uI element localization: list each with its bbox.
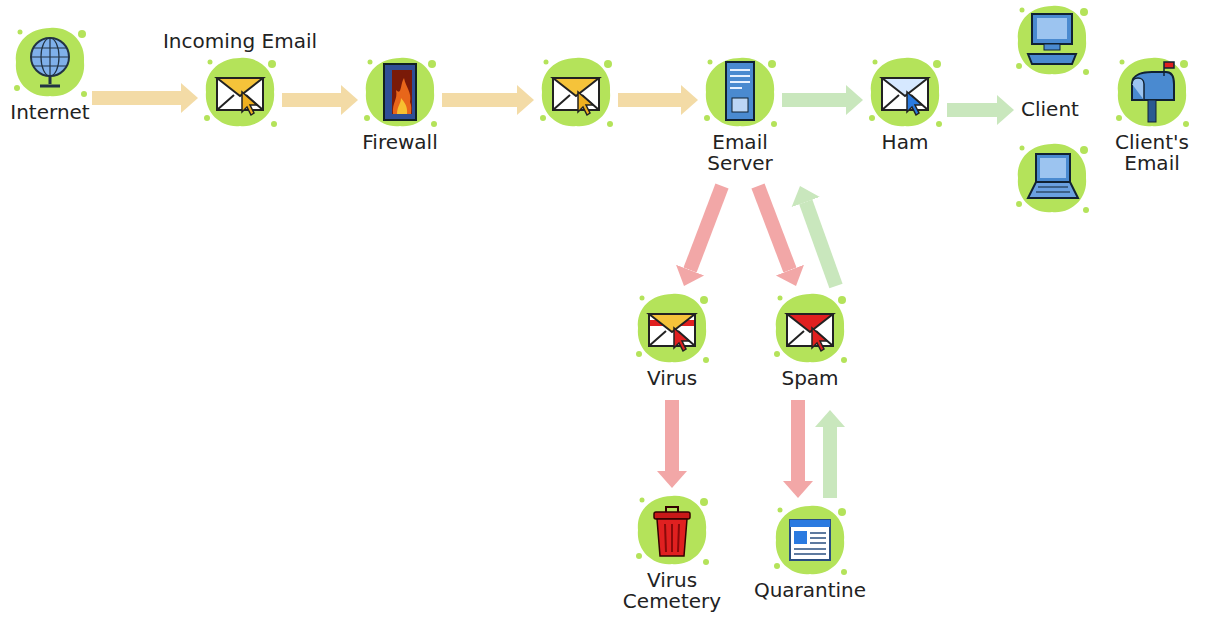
node-label: Firewall xyxy=(362,132,437,153)
node-icon xyxy=(202,54,278,130)
node-label: Client xyxy=(1018,95,1082,123)
icon-node: Quarantine xyxy=(772,502,848,578)
text-node: Client xyxy=(1018,98,1082,121)
icon-node: Virus Cemetery xyxy=(634,492,710,568)
node-label: Client's Email xyxy=(1104,132,1200,174)
node-label: Spam xyxy=(781,368,838,389)
node-label: Ham xyxy=(882,132,929,153)
green-blob xyxy=(366,58,434,126)
flow-arrow xyxy=(806,202,836,286)
green-blob xyxy=(871,58,939,126)
icon-node: Ham xyxy=(867,54,943,130)
flow-arrow xyxy=(782,93,846,107)
node-icon xyxy=(634,290,710,366)
green-blob xyxy=(1018,6,1086,74)
flow-arrow xyxy=(758,186,790,270)
green-blob xyxy=(206,58,274,126)
node-icon xyxy=(772,290,848,366)
icon-node xyxy=(538,54,614,130)
node-icon xyxy=(702,54,778,130)
green-blob xyxy=(1118,58,1186,126)
flow-arrow xyxy=(442,93,517,107)
flow-arrow xyxy=(947,103,997,117)
icon-node: Firewall xyxy=(362,54,438,130)
node-icon xyxy=(772,502,848,578)
flow-arrow xyxy=(665,400,679,471)
icon-node: Incoming Email xyxy=(202,54,278,130)
node-label: Internet xyxy=(10,102,89,123)
node-label: Email Server xyxy=(700,132,780,174)
icon-node: Email Server xyxy=(702,54,778,130)
flow-arrow xyxy=(791,400,805,481)
node-label: Quarantine xyxy=(754,580,866,601)
icon-node: Spam xyxy=(772,290,848,366)
icon-node: Virus xyxy=(634,290,710,366)
icon-node: Client's Email xyxy=(1114,54,1190,130)
node-icon xyxy=(634,492,710,568)
green-blob xyxy=(1018,144,1086,212)
flow-arrow xyxy=(690,186,722,270)
node-icon xyxy=(867,54,943,130)
node-icon xyxy=(1114,54,1190,130)
node-icon xyxy=(12,24,88,100)
node-label: Virus xyxy=(647,368,697,389)
desktop-icon xyxy=(1014,2,1090,78)
flow-arrow xyxy=(92,91,181,105)
green-blob xyxy=(16,28,84,96)
green-blob xyxy=(776,294,844,362)
flow-arrow xyxy=(618,93,681,107)
icon-node: Internet xyxy=(12,24,88,100)
node-icon xyxy=(362,54,438,130)
green-blob xyxy=(776,506,844,574)
laptop-icon xyxy=(1014,140,1090,216)
flow-arrow xyxy=(282,93,341,107)
green-blob xyxy=(638,496,706,564)
green-blob xyxy=(706,58,774,126)
node-icon xyxy=(538,54,614,130)
flow-arrow xyxy=(823,427,837,498)
green-blob xyxy=(542,58,610,126)
node-label: Virus Cemetery xyxy=(622,570,722,612)
node-label: Incoming Email xyxy=(163,31,317,52)
green-blob xyxy=(638,294,706,362)
